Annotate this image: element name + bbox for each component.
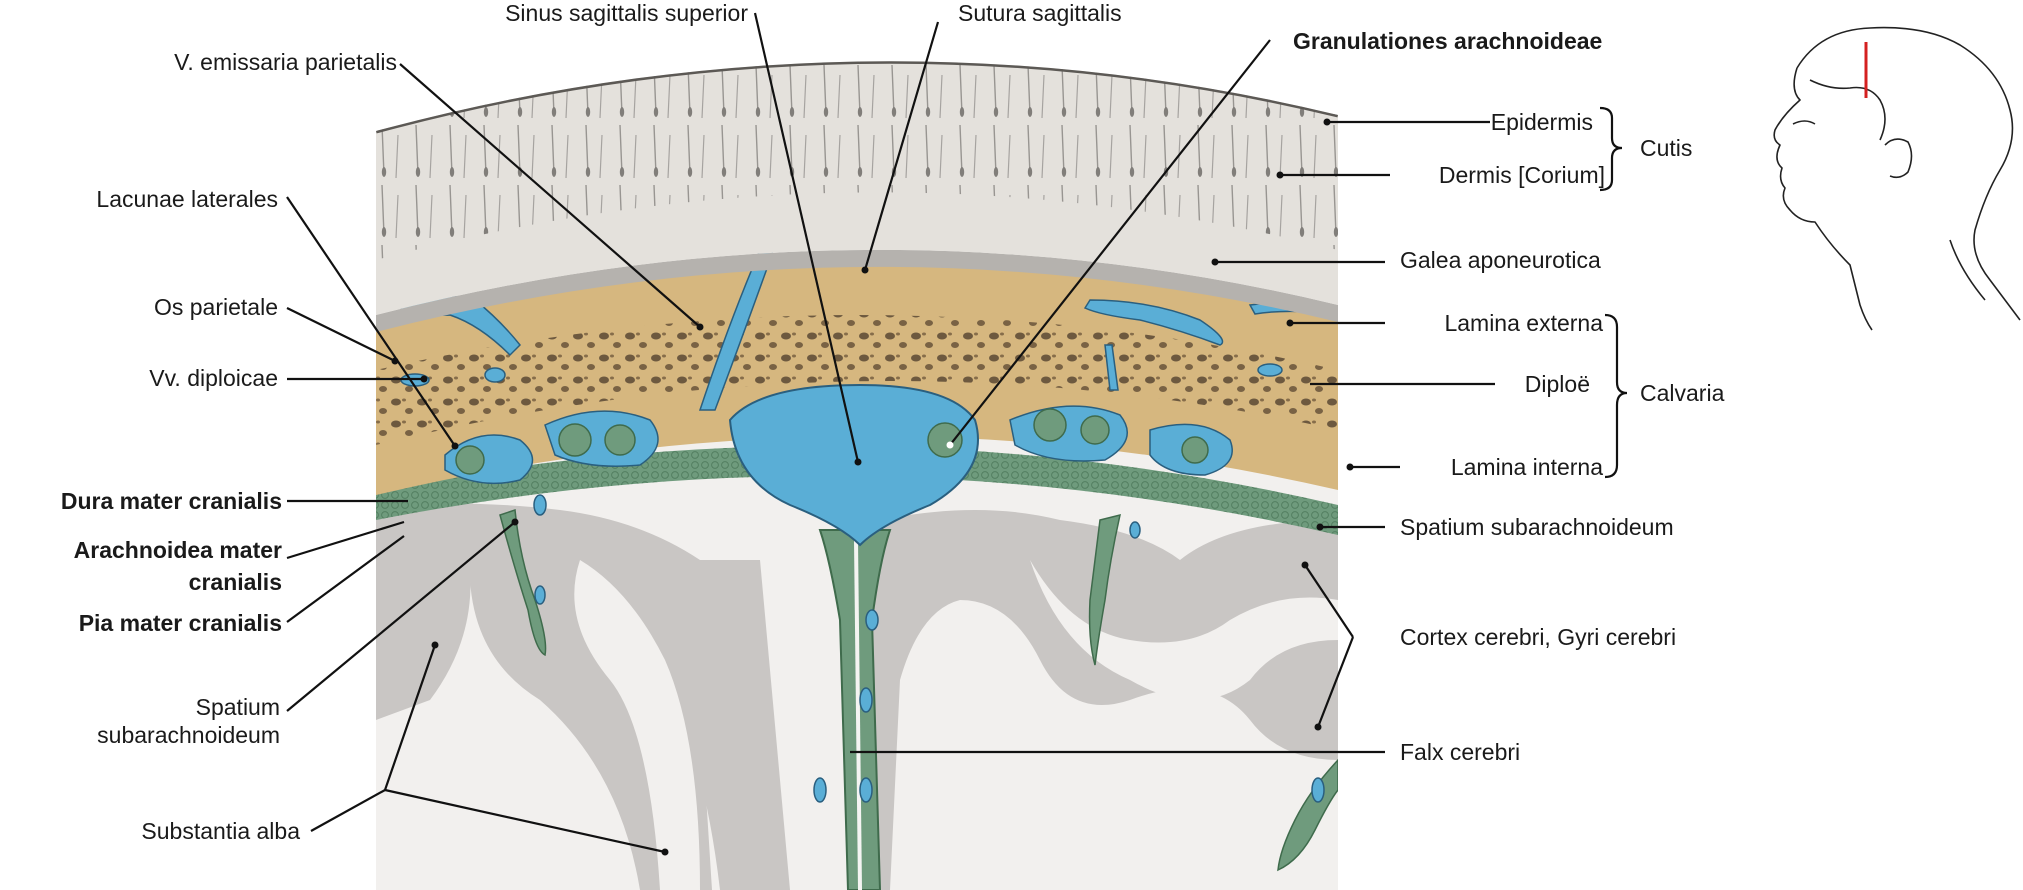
label-spatium-right: Spatium subarachnoideum <box>1400 514 1674 540</box>
label-falx: Falx cerebri <box>1400 739 1520 765</box>
calvaria-brace <box>1604 313 1628 479</box>
cortex-central-region <box>376 518 471 720</box>
head-outline <box>1796 26 2021 321</box>
label-dermis: Dermis [Corium] <box>1439 162 1605 188</box>
sinus-sagittalis-superior <box>728 383 979 547</box>
label-v-emissaria: V. emissaria parietalis <box>174 49 397 75</box>
sulcus-left <box>499 508 547 657</box>
neck-back <box>1949 239 1986 301</box>
eye <box>1792 120 1816 125</box>
hairline <box>1809 79 1886 141</box>
label-pia: Pia mater cranialis <box>79 610 282 636</box>
label-galea: Galea aponeurotica <box>1400 247 1601 273</box>
white-matter-gyrus-1 <box>574 560 700 890</box>
label-lacunae: Lacunae laterales <box>96 186 278 212</box>
label-lamina-externa: Lamina externa <box>1444 310 1603 336</box>
label-lamina-interna: Lamina interna <box>1451 454 1603 480</box>
label-arachnoidea-2: cranialis <box>189 569 282 595</box>
orientation-head-sketch <box>1773 26 2021 331</box>
diploe-texture <box>376 315 1338 445</box>
label-os-parietale: Os parietale <box>154 294 278 320</box>
label-cortex: Cortex cerebri, Gyri cerebri <box>1400 624 1676 650</box>
leader-lines <box>286 12 1495 854</box>
label-epidermis: Epidermis <box>1491 109 1593 135</box>
label-calvaria: Calvaria <box>1640 380 1725 406</box>
galea-aponeurotica <box>376 249 1338 332</box>
label-spatium-left-2: subarachnoideum <box>97 722 280 748</box>
label-arachnoidea-1: Arachnoidea mater <box>74 537 282 563</box>
sulcus-right <box>1088 513 1121 666</box>
cortex-right-region <box>860 510 1338 890</box>
meninges-cell-texture <box>376 445 1338 535</box>
label-spatium-left-1: Spatium <box>196 694 280 720</box>
label-cutis: Cutis <box>1640 135 1692 161</box>
falx-cerebri <box>818 529 892 890</box>
white-matter-gyrus-2 <box>1030 560 1338 700</box>
label-sinus: Sinus sagittalis superior <box>505 0 748 26</box>
skin-hair-texture <box>376 61 1338 260</box>
face-profile <box>1773 67 1873 331</box>
skin-epidermis-edge <box>376 61 1338 134</box>
label-sutura: Sutura sagittalis <box>958 0 1122 26</box>
illustration-panel <box>376 61 1338 890</box>
cortex-left-band <box>376 503 790 890</box>
labels-top: Sinus sagittalis superior Sutura sagitta… <box>505 0 1602 54</box>
arachnoid-granulations <box>444 405 1233 485</box>
label-vv-diploicae: Vv. diploicae <box>149 365 278 391</box>
labels-left: V. emissaria parietalis Lacunae laterale… <box>61 49 397 844</box>
ear <box>1884 138 1913 179</box>
label-granulationes: Granulationes arachnoideae <box>1293 28 1602 54</box>
leader-dots <box>391 118 1354 856</box>
white-matter-lower-right <box>1100 740 1338 890</box>
label-substantia-alba: Substantia alba <box>141 818 300 844</box>
label-diploe: Diploë <box>1525 371 1590 397</box>
cutis-brace <box>1599 106 1623 192</box>
labels-right: Epidermis Dermis [Corium] Cutis Galea ap… <box>1400 109 1725 765</box>
label-dura: Dura mater cranialis <box>61 488 282 514</box>
